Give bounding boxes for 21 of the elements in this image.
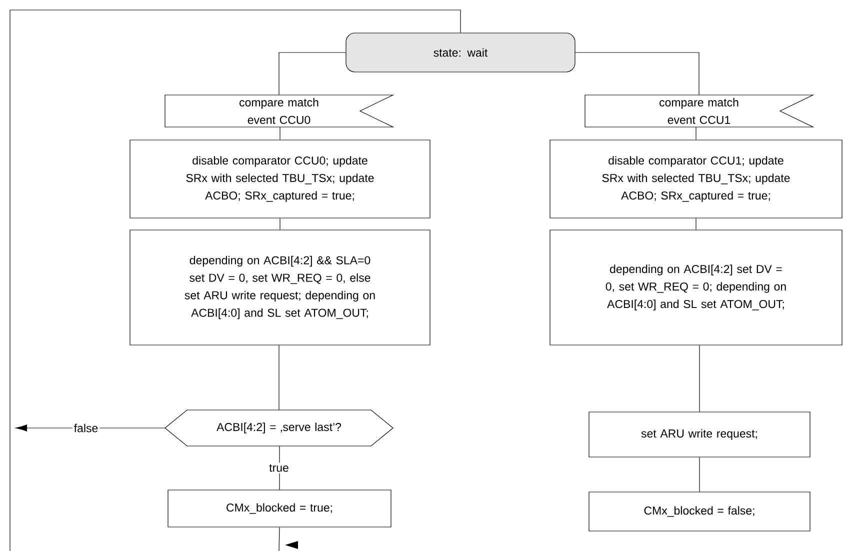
connector bbox=[278, 527, 280, 551]
process-box: CMx_blocked = true; bbox=[168, 490, 392, 528]
edge-label: false bbox=[72, 422, 100, 434]
connector bbox=[699, 345, 700, 412]
process-box: disable comparator CCU1; update SRx with selected TBU_TSx; update ACBO; SRx_captured = true; bbox=[550, 140, 842, 218]
edge-label: true bbox=[268, 462, 290, 474]
process-box: disable comparator CCU0; update SRx with selected TBU_TSx; update ACBO; SRx_captured = true; bbox=[130, 140, 430, 218]
process-box: depending on ACBI[4:2] && SLA=0 set DV = 0, set WR_REQ = 0, else set ARU write request; depending on ACBI[4:0] and SL set ATOM_OUT; bbox=[130, 230, 430, 346]
connector bbox=[10, 10, 461, 551]
connector bbox=[575, 52, 700, 95]
connector bbox=[699, 457, 700, 492]
event-box: compare match event CCU0 bbox=[164, 94, 394, 128]
process-box: depending on ACBI[4:2] set DV = 0, set WR_REQ = 0; depending on ACBI[4:0] and SL set ATOM_OUT; bbox=[550, 230, 842, 346]
decision-hexagon: ACBI[4:2] = ‚serve last’? bbox=[164, 410, 394, 446]
connector bbox=[278, 345, 280, 410]
connector bbox=[278, 52, 346, 95]
process-box: set ARU write request; bbox=[588, 412, 810, 458]
state-box: state: wait bbox=[346, 32, 576, 72]
event-box: compare match event CCU1 bbox=[584, 94, 814, 128]
process-box: CMx_blocked = false; bbox=[588, 492, 810, 532]
connector bbox=[279, 446, 280, 490]
